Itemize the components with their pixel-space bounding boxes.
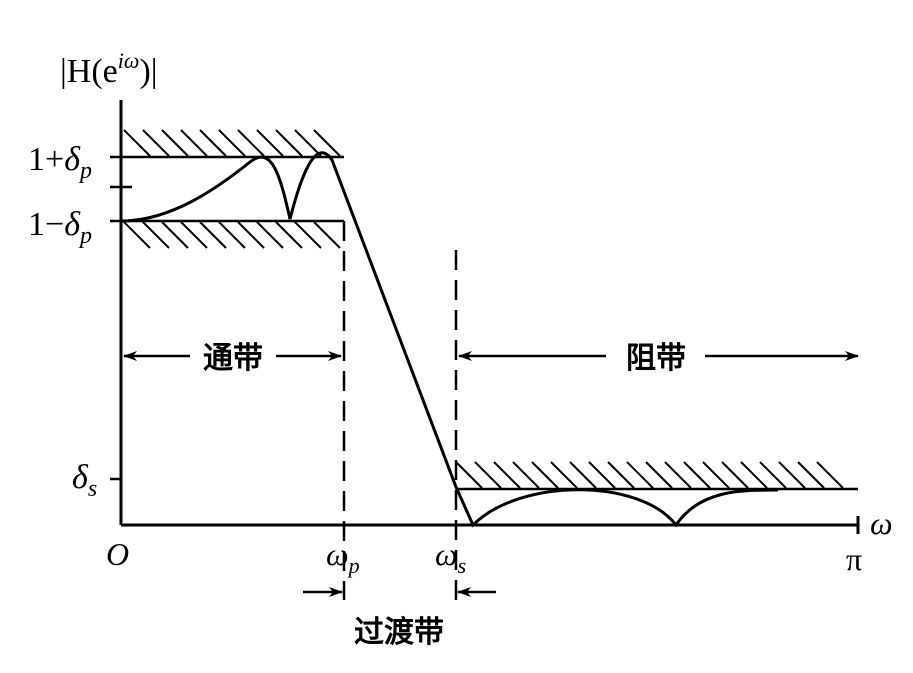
hatch-mark [626, 461, 654, 489]
omega-s-label: ωs [435, 536, 466, 578]
hatch-mark [199, 221, 227, 249]
hatch-mark [123, 221, 151, 249]
hatch-mark [702, 461, 730, 489]
hatch-mark [294, 221, 322, 249]
hatch-mark [512, 461, 540, 489]
hatch-mark [588, 461, 616, 489]
pi-label: π [846, 541, 862, 577]
transition-band-label: 过渡带 [354, 615, 444, 650]
hatch-mark [237, 221, 265, 249]
hatch-mark [645, 461, 673, 489]
stopband-tolerance-label: δs [72, 459, 97, 502]
stopband-label: 阻带 [626, 341, 686, 376]
hatch-mark [256, 221, 284, 249]
hatch-mark [550, 461, 578, 489]
upper-tolerance-label: 1+δp [28, 141, 92, 184]
passband-label: 通带 [203, 341, 263, 376]
omega-axis-label: ω [870, 505, 893, 541]
hatch-mark [218, 221, 246, 249]
hatch-mark [778, 461, 806, 489]
hatch-mark [569, 461, 597, 489]
hatch-mark [161, 221, 189, 249]
hatch-mark [142, 129, 170, 157]
magnitude-response-curve [120, 151, 779, 528]
hatch-mark [683, 461, 711, 489]
hatch-mark [607, 461, 635, 489]
hatch-mark [740, 461, 768, 489]
passband-lower-hatching [123, 221, 341, 249]
hatch-mark [199, 129, 227, 157]
hatch-mark [161, 129, 189, 157]
hatch-mark [797, 461, 825, 489]
hatch-mark [256, 129, 284, 157]
hatch-mark [664, 461, 692, 489]
hatch-mark [721, 461, 749, 489]
lower-tolerance-label: 1−δp [28, 206, 92, 249]
hatch-mark [313, 221, 341, 249]
origin-label: O [106, 536, 129, 572]
omega-p-label: ωp [326, 536, 360, 578]
hatch-mark [531, 461, 559, 489]
y-axis-label: |H(eiω)| [60, 48, 158, 90]
passband-upper-hatching [123, 129, 341, 157]
hatch-mark [180, 129, 208, 157]
hatch-mark [759, 461, 787, 489]
hatch-mark [142, 221, 170, 249]
hatch-mark [275, 129, 303, 157]
hatch-mark [180, 221, 208, 249]
hatch-mark [294, 129, 322, 157]
hatch-mark [493, 461, 521, 489]
hatch-mark [275, 221, 303, 249]
hatch-mark [237, 129, 265, 157]
hatch-mark [816, 461, 844, 489]
hatch-mark [455, 461, 483, 489]
hatch-mark [313, 129, 341, 157]
stopband-hatching [455, 461, 844, 489]
hatch-mark [218, 129, 246, 157]
hatch-mark [123, 129, 151, 157]
hatch-mark [474, 461, 502, 489]
